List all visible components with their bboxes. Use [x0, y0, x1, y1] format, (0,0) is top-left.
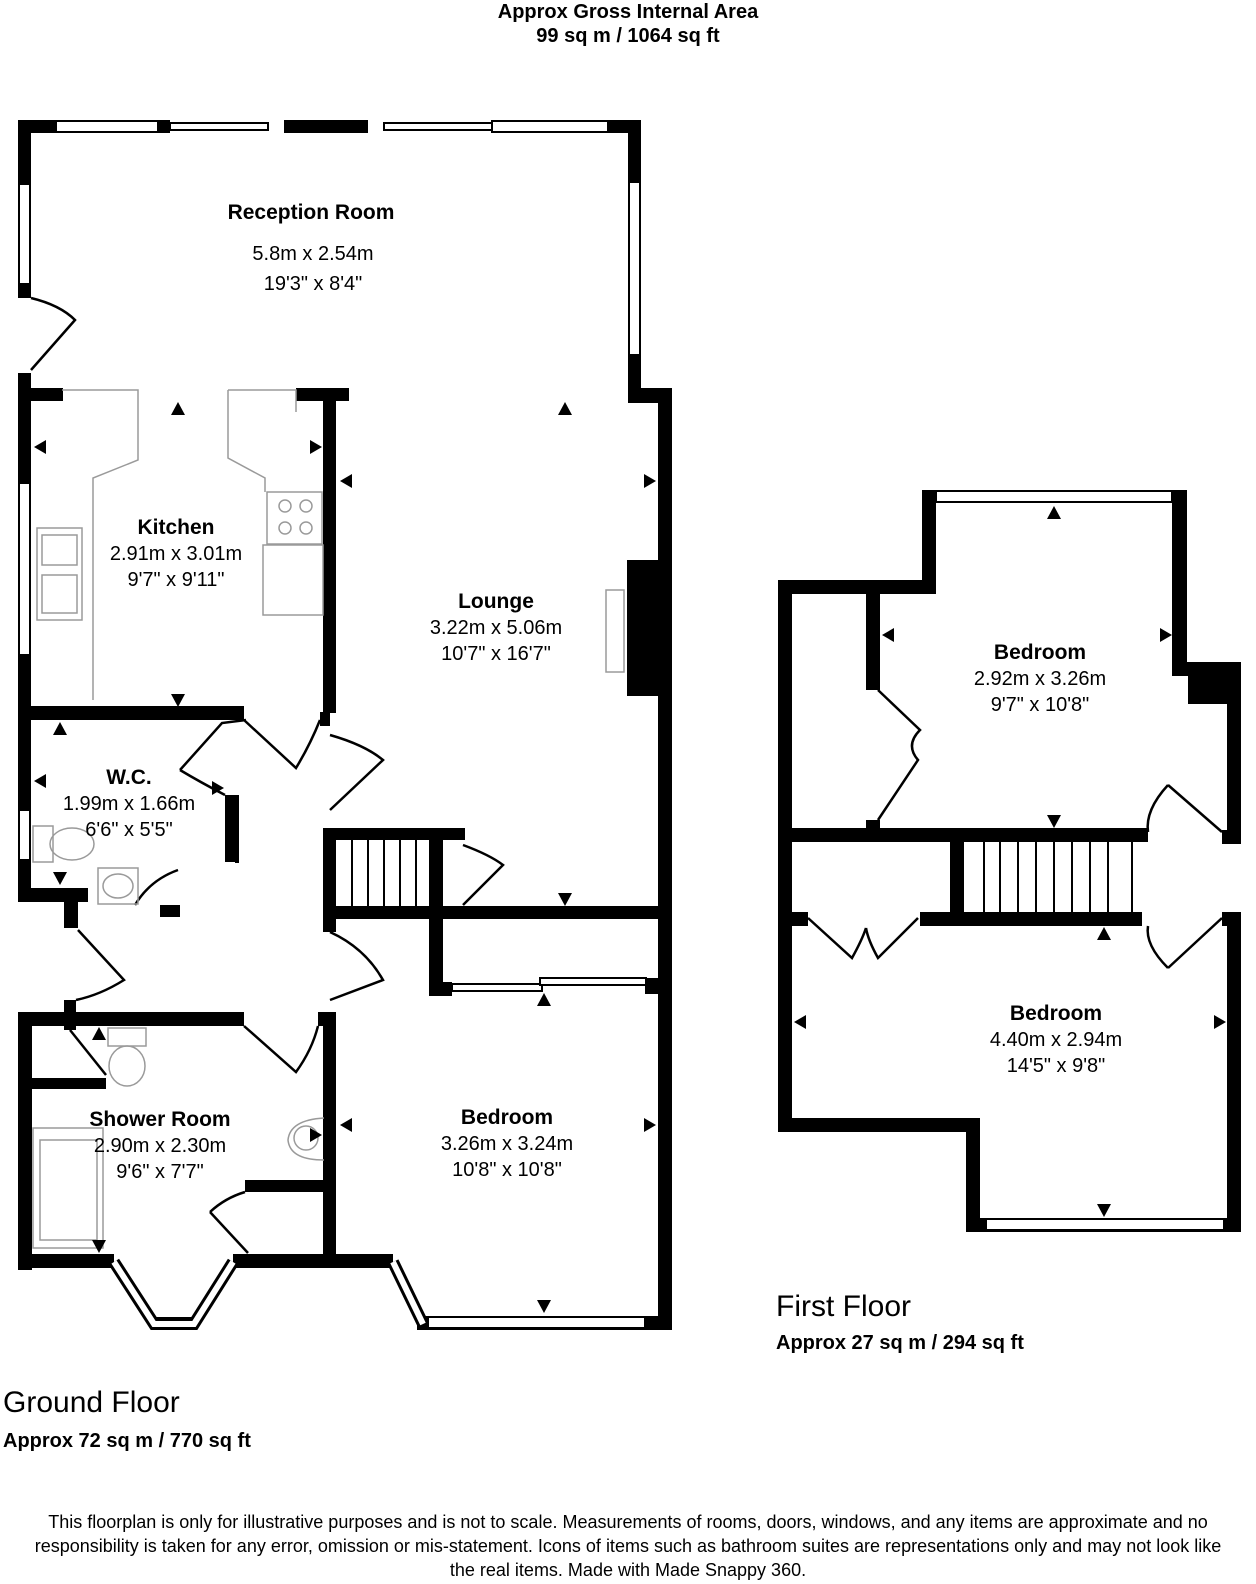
reception-room-imperial: 19'3" x 8'4" — [264, 273, 363, 295]
ground-floor-area: Approx 72 sq m / 770 sq ft — [3, 1430, 251, 1452]
ground-bedroom-imperial: 10'8" x 10'8" — [452, 1159, 562, 1181]
first-bedroom2-name: Bedroom — [1010, 1002, 1102, 1025]
first-floor-windows — [935, 490, 1225, 1231]
first-floor-walls — [778, 490, 1241, 1232]
kitchen-name: Kitchen — [137, 516, 214, 539]
ground-floor-stairs — [351, 840, 417, 906]
kitchen-imperial: 9'7" x 9'11" — [127, 569, 224, 591]
ground-floor-walls — [18, 120, 672, 1330]
reception-room-metric: 5.8m x 2.54m — [252, 243, 373, 265]
reception-room-name: Reception Room — [228, 201, 395, 224]
wc-imperial: 6'6" x 5'5" — [85, 819, 172, 841]
ground-floor-title: Ground Floor — [3, 1386, 180, 1419]
first-bedroom1-metric: 2.92m x 3.26m — [974, 668, 1106, 690]
wc-name: W.C. — [106, 766, 152, 789]
lounge-metric: 3.22m x 5.06m — [430, 617, 562, 639]
ground-floor-windows — [18, 120, 647, 1330]
gross-area-title: Approx Gross Internal Area — [497, 1, 759, 23]
first-floor-plan — [778, 490, 1241, 1232]
lounge-name: Lounge — [458, 590, 534, 613]
shower-room-name: Shower Room — [89, 1108, 230, 1131]
ground-floor-doors — [30, 296, 505, 1254]
ground-floor-plan — [18, 120, 672, 1330]
ground-bedroom-metric: 3.26m x 3.24m — [441, 1133, 573, 1155]
first-bedroom1-imperial: 9'7" x 10'8" — [991, 694, 1090, 716]
gross-area-header: Approx Gross Internal Area 99 sq m / 106… — [0, 0, 1256, 48]
shower-room-metric: 2.90m x 2.30m — [94, 1135, 226, 1157]
gross-area-value: 99 sq m / 1064 sq ft — [536, 25, 720, 47]
first-bedroom2-imperial: 14'5" x 9'8" — [1007, 1055, 1106, 1077]
kitchen-fixtures — [32, 389, 625, 1249]
first-floor-arrows — [794, 506, 1226, 1217]
first-floor-stairs — [983, 842, 1133, 912]
disclaimer-text: This floorplan is only for illustrative … — [34, 1512, 1222, 1580]
wc-metric: 1.99m x 1.66m — [63, 793, 195, 815]
dimension-arrows — [34, 402, 656, 1313]
bay-walls — [108, 1258, 429, 1330]
shower-room-imperial: 9'6" x 7'7" — [116, 1161, 203, 1183]
first-bedroom2-metric: 4.40m x 2.94m — [990, 1029, 1122, 1051]
ground-bedroom-name: Bedroom — [461, 1106, 553, 1129]
first-floor-doors — [807, 689, 1223, 969]
room-labels: Reception Room 5.8m x 2.54m 19'3" x 8'4"… — [63, 201, 1122, 1183]
first-floor-area: Approx 27 sq m / 294 sq ft — [776, 1332, 1024, 1354]
first-floor-title: First Floor — [776, 1290, 911, 1323]
first-bedroom1-name: Bedroom — [994, 641, 1086, 664]
kitchen-metric: 2.91m x 3.01m — [110, 543, 242, 565]
lounge-imperial: 10'7" x 16'7" — [441, 643, 551, 665]
